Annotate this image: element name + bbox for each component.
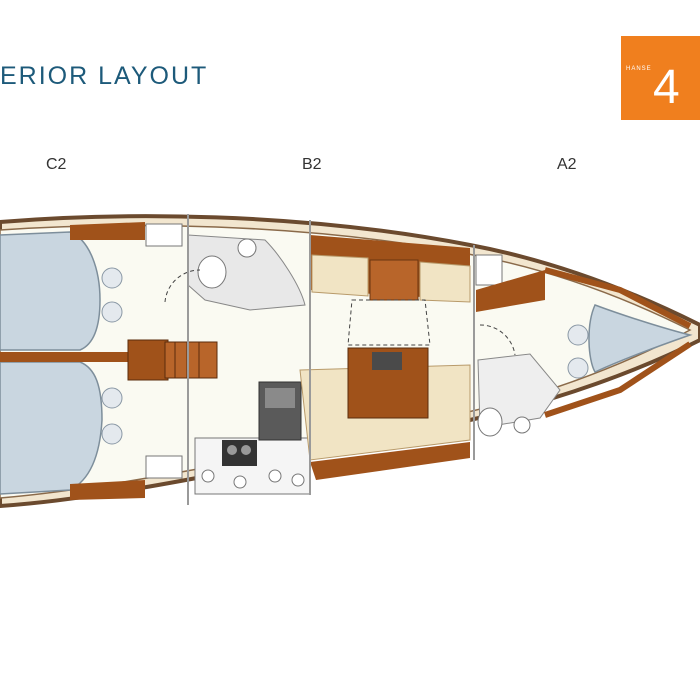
pillow [567,324,589,346]
aft-cabin-c2 [0,222,183,500]
pillow [101,301,123,323]
page-title: ERIOR LAYOUT [0,62,209,90]
forward-cabin-a2 [475,254,693,418]
shelf [145,455,183,479]
pillow [101,387,123,409]
door-swing [479,324,516,356]
forward-head [477,324,561,437]
hull-wood-trim [544,341,692,418]
logo-model-number: 4 [653,61,680,114]
shelf [145,223,183,247]
v-berth [588,304,693,373]
cabin-label-b2: B2 [302,156,322,173]
table-insert [372,352,402,370]
saloon [299,235,471,480]
toilet [197,255,227,289]
wardrobe [70,480,145,500]
galley [194,381,311,495]
cabin-label-a2: A2 [557,156,577,173]
shelf [475,254,503,286]
basin [513,416,531,434]
wardrobe [70,222,145,240]
settee-cushion-port [419,261,471,303]
bulkhead-wood [0,352,130,362]
cabin-label-c2: C2 [46,156,67,173]
stove [222,440,257,466]
logo-brand-text: HANSE [626,66,652,72]
berth-lower [0,361,103,495]
pillow [101,423,123,445]
hull-wood-trim [544,267,692,329]
brand-logo: HANSE 4 [621,36,700,120]
pillow [567,357,589,379]
berth-upper [0,231,101,351]
toilet [477,407,503,437]
wardrobe [476,270,545,312]
settee-cushion-port [311,254,369,297]
basin [237,238,257,258]
settee-starboard-back [310,442,470,480]
locker [369,259,419,301]
companionway-steps [127,339,218,381]
aft-head [164,234,306,311]
pillow [101,267,123,289]
